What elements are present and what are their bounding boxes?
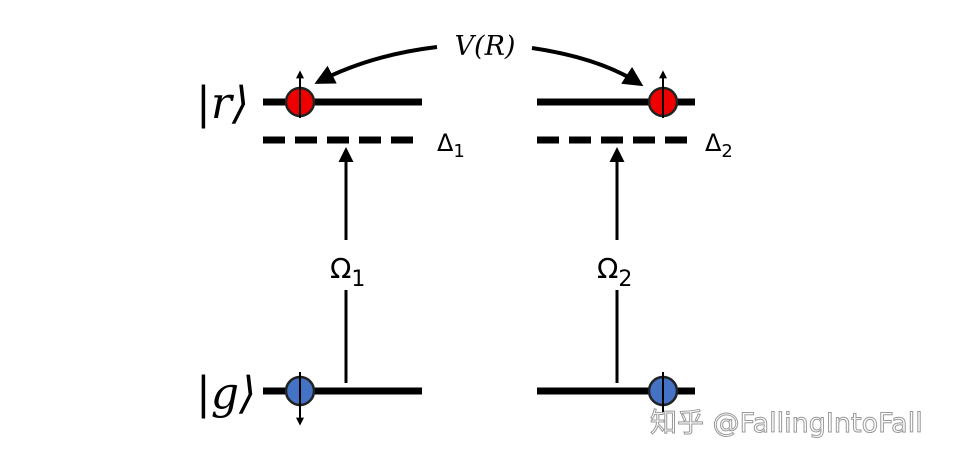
detuning-label-2: Δ2 [705, 129, 733, 162]
interaction-arrow-left [314, 45, 438, 84]
rabi-label-1: Ω1 [330, 252, 365, 292]
detuning-label-1: Δ1 [437, 129, 465, 162]
interaction-arrow-right [531, 46, 644, 87]
excited-state-label: |r⟩ [196, 78, 249, 129]
watermark: 知乎 @FallingIntoFall [650, 408, 923, 439]
ground-state-label: |g⟩ [196, 368, 256, 419]
rabi-label-2: Ω2 [597, 252, 632, 292]
interaction-label: V(R) [455, 31, 516, 62]
